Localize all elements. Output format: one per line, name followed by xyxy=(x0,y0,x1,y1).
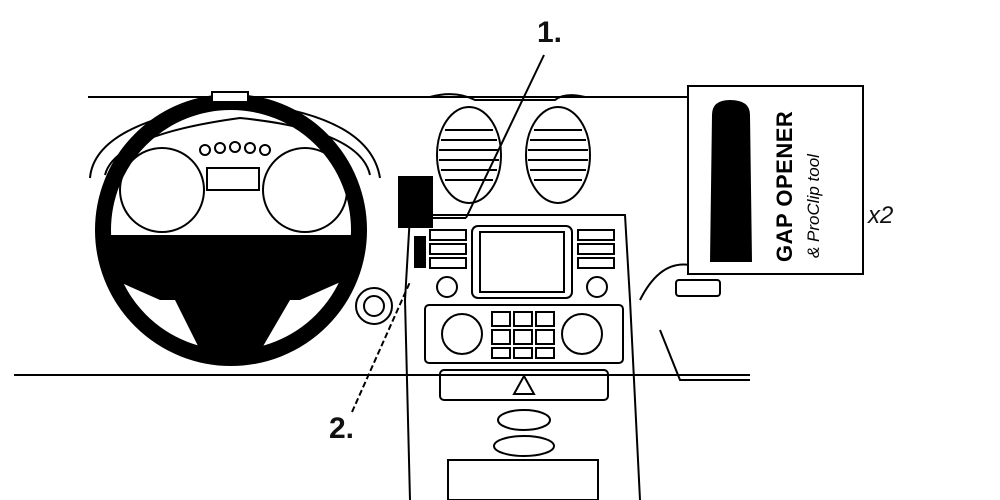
radio-buttons-right xyxy=(577,229,615,269)
hazard-button xyxy=(512,373,536,395)
radio-buttons-left xyxy=(429,229,467,269)
right-dash-lower xyxy=(659,329,750,381)
gap-opener-card-text: GAP OPENER & ProClip tool xyxy=(760,110,850,262)
navigation-screen xyxy=(471,225,573,299)
radio-knob-right xyxy=(586,276,608,298)
radio-knob-left xyxy=(436,276,458,298)
speedometer-gauge xyxy=(119,147,205,233)
mount-clip xyxy=(414,236,426,268)
console-control-lower xyxy=(493,435,555,457)
right-dash-curve xyxy=(639,263,691,301)
gap-opener-tool xyxy=(710,100,752,262)
leader-line-2 xyxy=(351,281,411,413)
leader-line-1 xyxy=(465,54,545,219)
cluster-display xyxy=(206,167,260,191)
warning-lamps xyxy=(199,141,271,156)
center-vent-top xyxy=(429,93,586,101)
climate-knob-right xyxy=(561,313,603,355)
callout-label-1: 1. xyxy=(537,16,563,49)
climate-buttons xyxy=(491,311,555,359)
center-vent-left xyxy=(436,106,502,204)
switch-panel xyxy=(439,369,609,401)
console-left-edge xyxy=(403,214,411,500)
mount-bracket xyxy=(398,176,433,228)
storage-compartment xyxy=(447,459,599,500)
quantity-label: x2 xyxy=(868,202,894,229)
callout-label-2: 2. xyxy=(329,412,355,445)
climate-knob-left xyxy=(441,313,483,355)
ignition-knob xyxy=(355,287,393,325)
console-right-edge xyxy=(410,214,641,500)
tool-base xyxy=(675,279,721,297)
center-vent-right xyxy=(525,106,591,204)
steering-wheel xyxy=(95,91,367,366)
console-control-upper xyxy=(497,409,551,431)
climate-panel xyxy=(424,304,624,364)
navigation-screen-inner xyxy=(479,231,565,293)
gap-opener-subtitle: & ProClip tool xyxy=(804,154,823,258)
gap-opener-title: GAP OPENER xyxy=(772,110,797,262)
